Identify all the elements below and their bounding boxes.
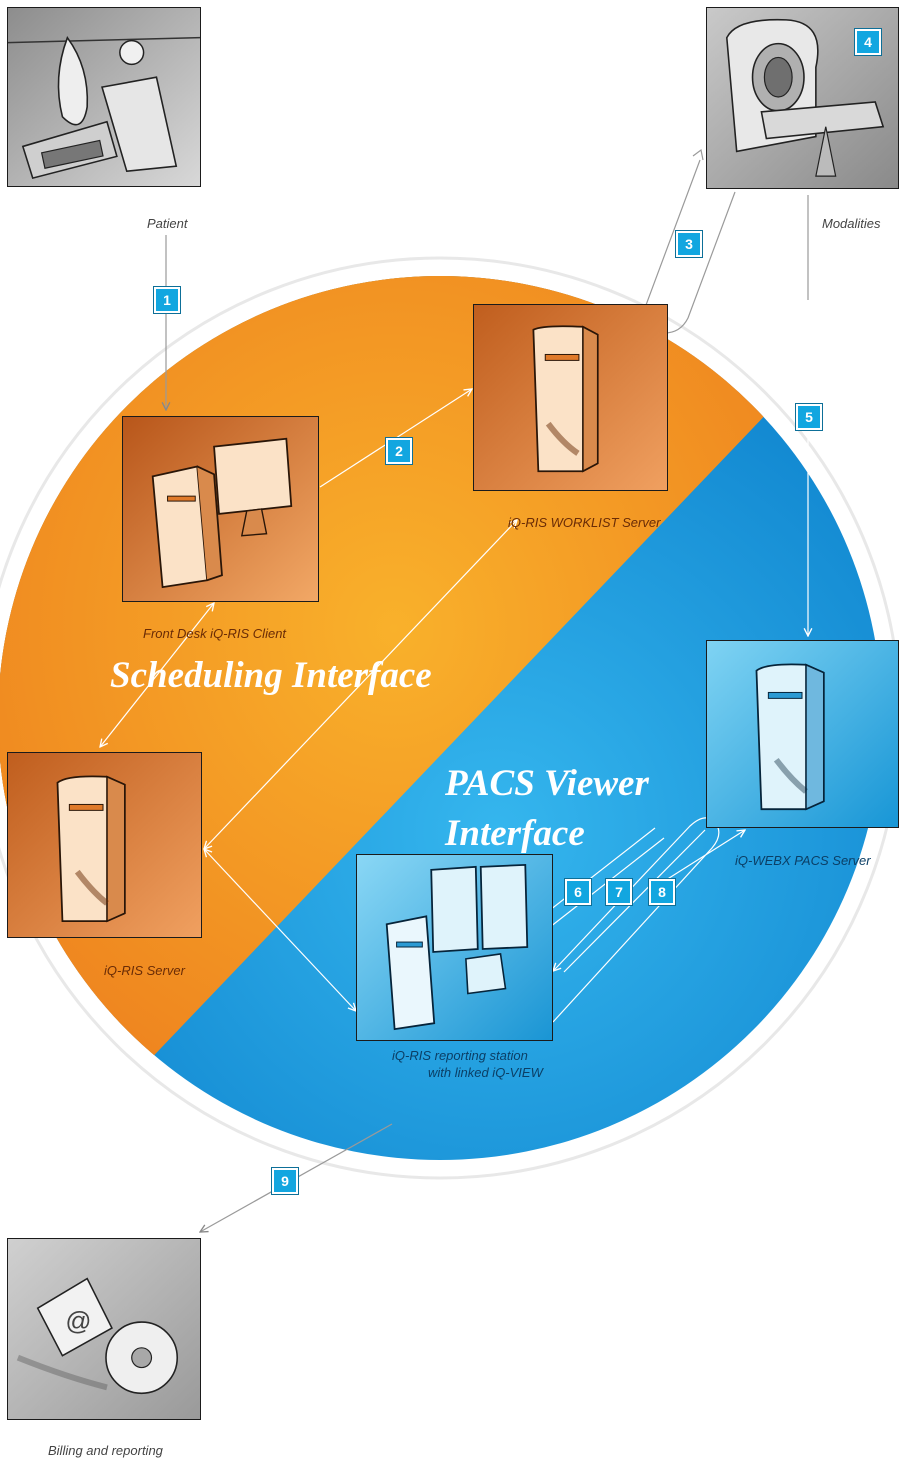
connector-frontdesk-ris [100, 603, 214, 747]
circle-halo-shadow [0, 256, 899, 1180]
step-badge-7: 7 [606, 879, 632, 905]
step-badge-6: 6 [565, 879, 591, 905]
patient-label: Patient [147, 216, 188, 231]
front-desk-label: Front Desk iQ-RIS Client [143, 626, 287, 641]
connector-worklist-ris [204, 520, 517, 849]
step-badge-2: 2 [386, 438, 412, 464]
ris-server-label: iQ-RIS Server [104, 963, 185, 978]
worklist-server-label: iQ-RIS WORKLIST Server [508, 515, 661, 530]
step-badge-3: 3 [676, 231, 702, 257]
pacs-viewer-title-line1: PACS Viewer [445, 763, 649, 804]
reporting-station-label-line2: with linked iQ-VIEW [428, 1065, 543, 1080]
front-desk-image [122, 416, 319, 602]
worklist-server-image [473, 304, 668, 491]
step-badge-5: 5 [796, 404, 822, 430]
connector-ris-reporting [204, 849, 356, 1011]
step-badge-8: 8 [649, 879, 675, 905]
pacs-viewer-title-line2: Interface [445, 813, 585, 854]
step-badge-9: 9 [272, 1168, 298, 1194]
scheduling-interface-title: Scheduling Interface [110, 655, 432, 696]
step-badge-4: 4 [855, 29, 881, 55]
pacs-server-image [706, 640, 899, 828]
ris-server-image [7, 752, 202, 938]
reporting-station-image [356, 854, 553, 1041]
billing-label: Billing and reporting [48, 1443, 163, 1458]
patient-image [7, 7, 201, 187]
billing-image: @ [7, 1238, 201, 1420]
reporting-station-label-line1: iQ-RIS reporting station [392, 1048, 528, 1063]
step-badge-1: 1 [154, 287, 180, 313]
pacs-server-label: iQ-WEBX PACS Server [735, 853, 871, 868]
svg-text:@: @ [65, 1308, 91, 1336]
modalities-label: Modalities [822, 216, 881, 231]
